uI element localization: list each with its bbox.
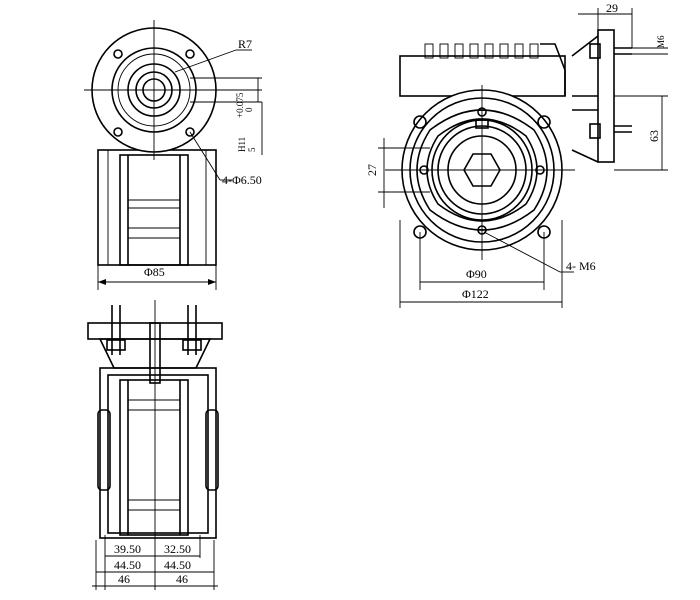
label-63: 63 bbox=[647, 130, 661, 142]
front-view-left bbox=[84, 20, 263, 290]
label-29: 29 bbox=[606, 1, 618, 15]
body-inner bbox=[119, 154, 189, 266]
bolt-hole bbox=[185, 127, 195, 137]
label-46-a: 46 bbox=[118, 572, 130, 586]
label-five: 5 bbox=[247, 147, 257, 152]
label-d85: Φ85 bbox=[144, 265, 165, 279]
front-view-right bbox=[378, 8, 668, 308]
label-d122: Φ122 bbox=[462, 287, 489, 301]
label-tol-lower: 0 bbox=[244, 107, 254, 112]
bolt-hole bbox=[185, 49, 195, 59]
gear-body bbox=[99, 367, 217, 539]
label-27: 27 bbox=[365, 164, 379, 176]
label-holes-small: 4-Φ6.50 bbox=[222, 173, 262, 187]
bolt-hole bbox=[113, 127, 123, 137]
label-46-b: 46 bbox=[176, 572, 188, 586]
side-view-left bbox=[87, 300, 223, 590]
label-32-5: 32.50 bbox=[164, 542, 191, 556]
label-d90: Φ90 bbox=[466, 267, 487, 281]
dimension-labels: R7 H11 +0.075 0 5 4-Φ6.50 Φ85 27 Φ90 Φ12… bbox=[114, 1, 666, 586]
label-h11: H11 bbox=[237, 137, 247, 152]
label-m6: M6 bbox=[656, 35, 666, 48]
label-44-5-a: 44.50 bbox=[114, 558, 141, 572]
bolt-hole bbox=[113, 49, 123, 59]
label-44-5-b: 44.50 bbox=[164, 558, 191, 572]
label-tol-upper: +0.075 bbox=[235, 92, 245, 118]
label-r7: R7 bbox=[238, 37, 252, 51]
label-39-5: 39.50 bbox=[114, 542, 141, 556]
label-m6-holes: 4- M6 bbox=[566, 259, 596, 273]
body-outline bbox=[97, 149, 217, 266]
